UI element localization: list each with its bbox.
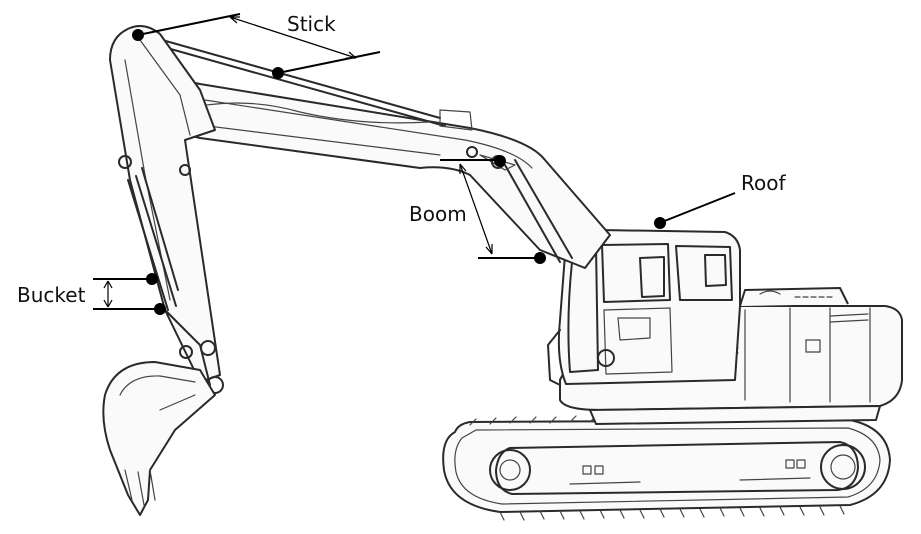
excavator-illustration	[102, 25, 903, 521]
boom-label: Boom	[409, 202, 467, 226]
bucket-label: Bucket	[17, 283, 86, 307]
boom-point-top	[494, 155, 506, 167]
bucket-dimension: Bucket	[17, 273, 166, 315]
boom-dimension: Boom	[409, 155, 546, 264]
stick	[109, 25, 224, 394]
stick-extension-line-top	[137, 13, 241, 36]
annotations: Stick Boom Roof Bucket	[17, 12, 786, 315]
boom-dimension-arrow	[459, 163, 493, 255]
stick-label: Stick	[287, 12, 336, 36]
roof-leader-line	[661, 192, 736, 223]
bucket-point-top	[146, 273, 158, 285]
boom	[144, 37, 611, 269]
boom-arrowhead-end	[485, 244, 493, 255]
bucket-arrowhead-start	[103, 280, 113, 289]
bucket-point-bottom	[154, 303, 166, 315]
stick-arrowhead-end	[346, 51, 357, 59]
crawler-track	[442, 414, 891, 521]
operator-cab	[547, 229, 741, 386]
roof-marker: Roof	[654, 171, 786, 229]
stick-point-top	[132, 29, 144, 41]
roof-label: Roof	[741, 171, 786, 195]
bucket	[102, 361, 216, 516]
stick-dimension: Stick	[132, 12, 381, 79]
bucket-arrowhead-end	[103, 299, 113, 308]
boom-point-bottom	[534, 252, 546, 264]
stick-extension-line-bottom	[277, 51, 381, 74]
stick-arrowhead-start	[229, 16, 240, 24]
boom-arrowhead-start	[459, 163, 467, 174]
stick-dimension-arrow	[229, 16, 357, 59]
stick-point-bottom	[272, 67, 284, 79]
roof-point	[654, 217, 666, 229]
